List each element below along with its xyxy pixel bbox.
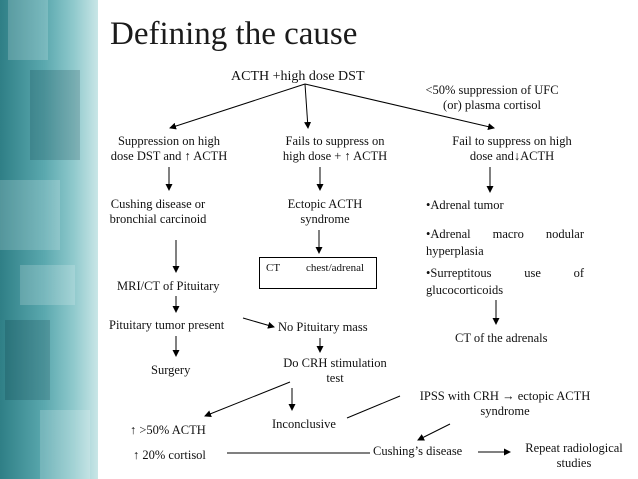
fails-to-suppress-node: Fails to suppress on high dose + ↑ ACTH	[262, 134, 408, 164]
arrow-to-no-mass	[242, 317, 275, 329]
repeat-line-2: studies	[556, 456, 592, 470]
side-bar-block	[8, 0, 48, 60]
ufc-line-2: (or) plasma cortisol	[443, 98, 541, 112]
side-bar-block	[20, 265, 75, 305]
bullet-surreptitious: •Surreptitous use of glucocorticoids	[426, 266, 584, 298]
slide-content-area	[98, 0, 638, 479]
suppression-line-1: Suppression on high	[117, 134, 221, 148]
fails-line-2: high dose + ↑ ACTH	[282, 149, 388, 163]
crh-stimulation-node: Do CRH stimulation test	[270, 356, 400, 386]
suppression-node: Suppression on high dose DST and ↑ ACTH	[94, 134, 244, 164]
fail-right-node: Fail to suppress on high dose and↓ACTH	[434, 134, 590, 164]
arrow-to-cushings-disease	[417, 423, 451, 441]
cushing-line-1: Cushing disease or	[110, 197, 206, 211]
hyperplasia-line-2: hyperplasia	[426, 244, 484, 258]
fail-right-line-2: dose and↓ACTH	[469, 149, 555, 163]
ipss-tail: ectopic ACTH	[517, 389, 591, 403]
hyperplasia-word-3: nodular	[545, 227, 584, 241]
surgery: Surgery	[151, 363, 191, 377]
ectopic-acth-node: Ectopic ACTH syndrome	[275, 197, 375, 227]
ectopic-line-2: syndrome	[300, 212, 350, 226]
hyperplasia-word-1: •Adrenal	[426, 227, 471, 241]
surreptitious-word-2: use	[524, 266, 541, 280]
ectopic-line-1: Ectopic ACTH	[287, 197, 363, 211]
mri-ct-pituitary: MRI/CT of Pituitary	[117, 279, 220, 293]
ufc-suppression-node: <50% suppression of UFC (or) plasma cort…	[404, 83, 580, 113]
crh-line-1: Do CRH stimulation	[283, 356, 387, 370]
ipss-node: IPSS with CRH → ectopic ACTH syndrome	[398, 389, 612, 419]
bullet-adrenal-tumor: •Adrenal tumor	[426, 198, 504, 212]
ipss-arrow-icon: →	[502, 389, 515, 403]
ipss-line-1: IPSS with CRH	[419, 389, 499, 403]
surreptitious-line-2: glucocorticoids	[426, 283, 504, 297]
bullet-hyperplasia: •Adrenal macro nodular hyperplasia	[426, 227, 584, 259]
acth-rise: ↑ >50% ACTH	[130, 423, 206, 437]
decorative-side-bar	[0, 0, 98, 479]
side-bar-block	[30, 70, 80, 160]
ct-label: CT	[266, 262, 281, 274]
ufc-line-1: <50% suppression of UFC	[425, 83, 559, 97]
arrow-to-suppression	[169, 83, 306, 130]
slide-title: Defining the cause	[110, 16, 358, 52]
no-pituitary-mass: No Pituitary mass	[278, 320, 368, 334]
repeat-radiological-node: Repeat radiological studies	[510, 441, 638, 471]
pituitary-tumor-present: Pituitary tumor present	[109, 318, 225, 332]
surreptitious-word-1: •Surreptitous	[426, 266, 492, 280]
ct-chest-adrenal-box: CT chest/adrenal	[259, 257, 377, 289]
suppression-line-2: dose DST and ↑ ACTH	[110, 149, 228, 163]
ipss-line-2: syndrome	[480, 404, 530, 418]
side-bar-block	[0, 180, 60, 250]
arrow-to-fails	[304, 83, 312, 129]
cushing-line-2: bronchial carcinoid	[109, 212, 207, 226]
surreptitious-word-3: of	[573, 266, 584, 280]
arrow-to-acth-rise	[204, 381, 291, 418]
fail-right-line-1: Fail to suppress on high	[452, 134, 572, 148]
acth-high-dose-dst: ACTH +high dose DST	[231, 69, 365, 84]
arrow-to-fail-right	[304, 83, 495, 131]
side-bar-block	[40, 410, 90, 479]
hyperplasia-word-2: macro	[492, 227, 524, 241]
inconclusive: Inconclusive	[272, 417, 336, 431]
crh-line-2: test	[326, 371, 344, 385]
cushing-disease-node: Cushing disease or bronchial carcinoid	[94, 197, 222, 227]
ct-adrenals: CT of the adrenals	[455, 331, 548, 345]
ct-target: chest/adrenal	[306, 262, 365, 274]
fails-line-1: Fails to suppress on	[285, 134, 385, 148]
cortisol-rise: ↑ 20% cortisol	[133, 448, 206, 462]
cushings-disease: Cushing’s disease	[373, 444, 463, 458]
repeat-line-1: Repeat radiological	[525, 441, 623, 455]
arrow-to-ipss	[346, 395, 401, 419]
side-bar-block	[5, 320, 50, 400]
